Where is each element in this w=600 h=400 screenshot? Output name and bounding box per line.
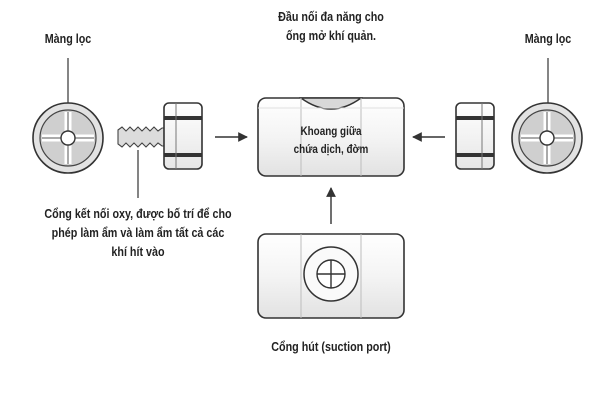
label-oxygen-port: Cổng kết nối oxy, được bố trí để cho phé… (44, 207, 232, 259)
left-cap-icon (163, 102, 203, 170)
label-chamber: Khoang giữa chứa dịch, đờm (293, 126, 369, 156)
central-chamber-icon (257, 97, 405, 177)
right-filter-disc-icon (511, 102, 583, 174)
label-filter-left: Màng lọc (44, 32, 92, 46)
left-filter-disc-icon (32, 102, 104, 174)
right-cap-icon (455, 102, 495, 170)
oxygen-port-barb-icon (117, 126, 165, 148)
label-suction-port: Cổng hút (suction port) (271, 340, 391, 354)
label-filter-right: Màng lọc (524, 32, 572, 46)
suction-port-body-icon (257, 233, 405, 319)
label-connector-top: Đầu nối đa năng cho ống mở khí quản. (278, 10, 384, 43)
